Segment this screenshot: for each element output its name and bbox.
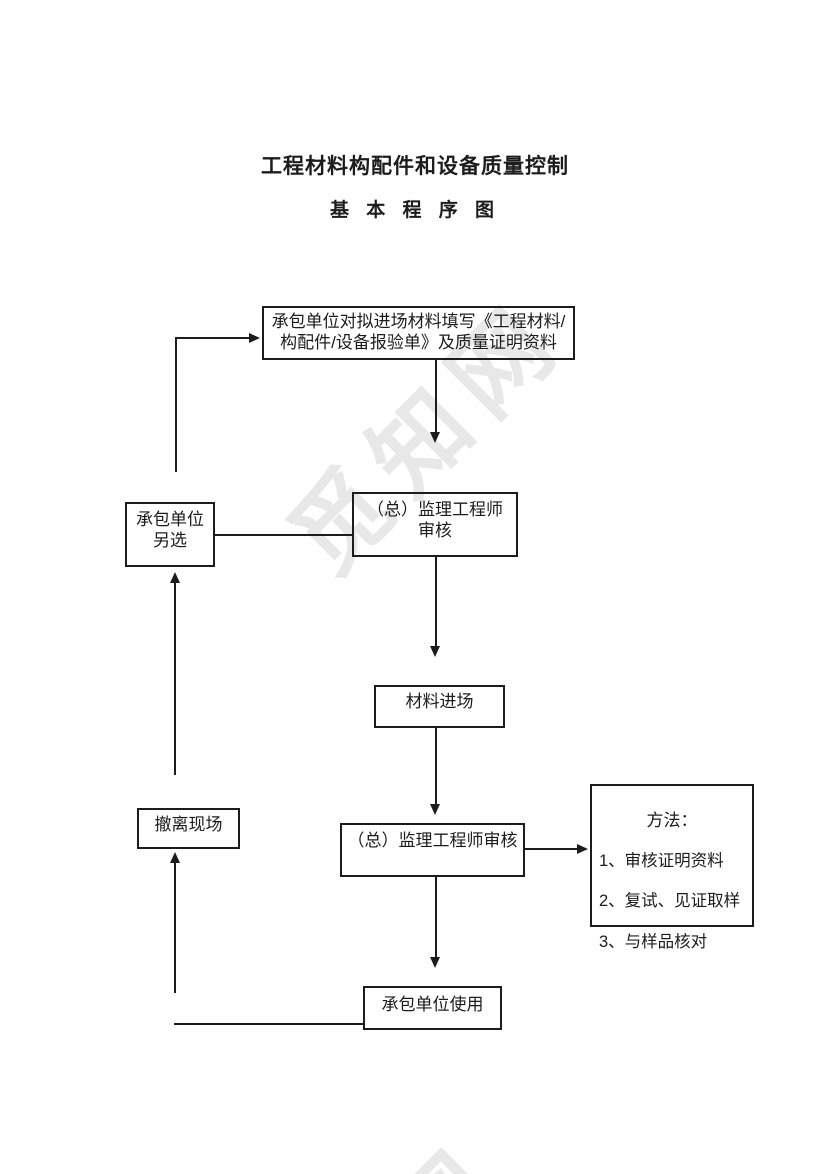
watermark-bottom: 觅知网 [195, 1107, 531, 1174]
page-subtitle: 基 本 程 序 图 [329, 200, 501, 221]
arrowhead-into-review2 [430, 804, 440, 815]
connector-review1-to-entry [435, 557, 437, 646]
arrowhead-into-use [430, 957, 440, 968]
arrowhead-into-reselect [170, 572, 180, 583]
connector-use-return [174, 1023, 364, 1025]
node-engineer-review-1: （总）监理工程师 审核 [352, 492, 518, 557]
methods-item-2: 2、复试、见证取样 [599, 892, 741, 911]
methods-item-3: 3、与样品核对 [599, 932, 708, 951]
node-material-entry: 材料进场 [374, 685, 505, 728]
connector-fill-to-review1 [435, 360, 437, 432]
connector-review1-reselect [215, 534, 352, 536]
arrowhead-into-fill-form [249, 333, 260, 343]
connector-review2-to-methods [524, 848, 578, 850]
node-methods: 方法： 1、审核证明资料 2、复试、见证取样 3、与样品核对 [590, 784, 754, 951]
node-contractor-reselect: 承包单位 另选 [125, 502, 215, 567]
methods-title: 方法： [646, 810, 698, 830]
connector-review2-to-use [435, 876, 437, 957]
node-engineer-review-2: （总）监理工程师审核 [340, 823, 525, 877]
page-title: 工程材料构配件和设备质量控制 [261, 155, 569, 178]
connector-entry-to-review2 [435, 727, 437, 804]
connector-reselect-up [175, 337, 177, 472]
methods-item-1: 1、审核证明资料 [599, 851, 724, 870]
connector-return-up [174, 863, 176, 993]
node-leave-site: 撤离现场 [137, 808, 240, 849]
arrowhead-into-methods [577, 844, 588, 854]
arrowhead-into-entry [430, 646, 440, 657]
node-fill-report-form: 承包单位对拟进场材料填写《工程材料/ 构配件/设备报验单》及质量证明资料 [262, 306, 575, 360]
arrowhead-into-review1 [430, 432, 440, 443]
arrowhead-into-leave-site [170, 852, 180, 863]
node-contractor-use: 承包单位使用 [363, 986, 502, 1030]
connector-reselect-to-fill [176, 337, 250, 339]
connector-leave-to-reselect [174, 583, 176, 775]
